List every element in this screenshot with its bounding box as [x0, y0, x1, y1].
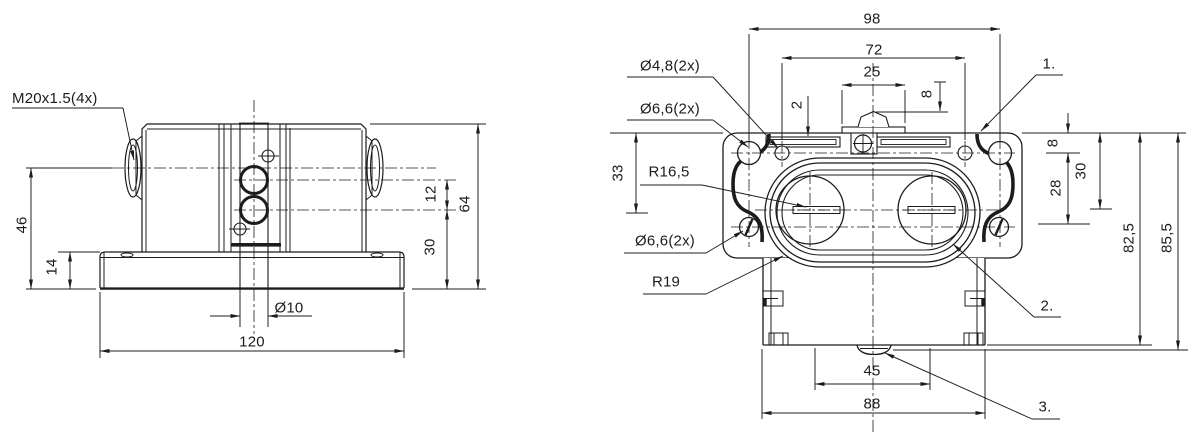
dim-72-label: 72 — [865, 41, 883, 59]
dim-14-label: 14 — [43, 258, 61, 276]
radius-16-5-label: R16,5 — [648, 163, 690, 181]
callout-2-label: 2. — [1040, 297, 1054, 315]
dim-64-label: 64 — [456, 195, 474, 213]
dim-30-front-label: 30 — [421, 238, 439, 256]
callout-3-label: 3. — [1038, 398, 1052, 416]
dim-8-right-label: 8 — [1044, 138, 1062, 148]
top-view-centerlines — [731, 63, 1015, 432]
dim-85-5-label: 85,5 — [1158, 223, 1176, 253]
front-view-linework — [99, 122, 405, 290]
dim-98-label: 98 — [863, 10, 881, 28]
thread-size-label: M20x1.5(4x) — [12, 90, 98, 107]
front-view-centerlines — [112, 100, 456, 334]
dim-46-label: 46 — [13, 216, 31, 234]
dim-30-top-label: 30 — [1072, 162, 1090, 180]
dim-8-top-label: 8 — [918, 89, 936, 99]
dim-25-label: 25 — [863, 63, 881, 81]
dim-slot-diameter-label: Ø10 — [274, 299, 304, 317]
dim-82-5-label: 82,5 — [1120, 223, 1138, 253]
front-view-dimension-lines — [12, 107, 486, 358]
hole-6-6-bottom-label: Ø6,6(2x) — [635, 232, 695, 250]
top-view-dimension-lines — [610, 27, 1188, 420]
top-view-linework — [722, 110, 1023, 356]
dim-12-label: 12 — [422, 185, 440, 203]
dim-2-label: 2 — [788, 100, 806, 110]
callout-1-label: 1. — [1042, 55, 1056, 73]
dim-120-label: 120 — [239, 333, 265, 351]
dim-28-label: 28 — [1047, 179, 1065, 197]
radius-19-label: R19 — [651, 273, 681, 291]
dim-88-label: 88 — [863, 395, 881, 413]
dim-33-label: 33 — [609, 164, 627, 182]
hole-4-8-label: Ø4,8(2x) — [640, 57, 700, 75]
hole-6-6-top-label: Ø6,6(2x) — [640, 100, 700, 118]
dim-45-label: 45 — [863, 362, 881, 380]
